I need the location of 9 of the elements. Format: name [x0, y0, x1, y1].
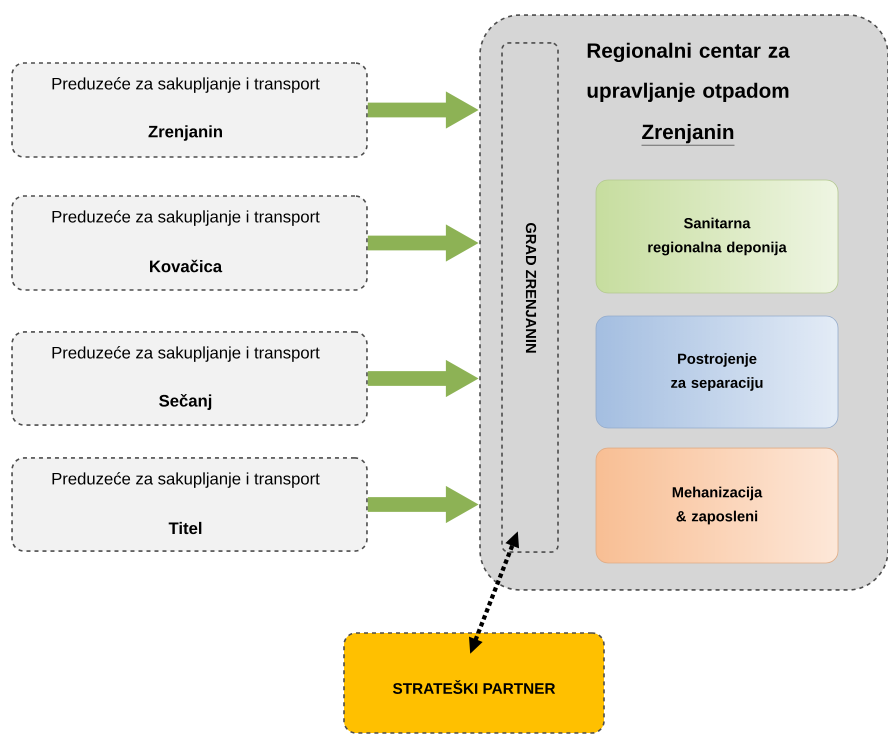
city-band: GRAD ZRENJANIN	[501, 42, 559, 553]
partner-box: STRATEŠKI PARTNER	[343, 632, 605, 734]
company-box: Preduzeće za sakupljanje i transport Kovačica	[11, 195, 368, 291]
facility-box: Sanitarna regionalna deponija	[596, 180, 838, 294]
company-box: Preduzeće za sakupljanje i transport Titel	[11, 457, 368, 552]
company-box: Preduzeće za sakupljanje i transport Sečanj	[11, 331, 368, 426]
facility-box: Mehanizacija & zaposleni	[596, 448, 838, 564]
company-box: Preduzeće za sakupljanje i transport Zrenjanin	[11, 62, 368, 158]
facility-box: Postrojenje za separaciju	[596, 316, 838, 428]
